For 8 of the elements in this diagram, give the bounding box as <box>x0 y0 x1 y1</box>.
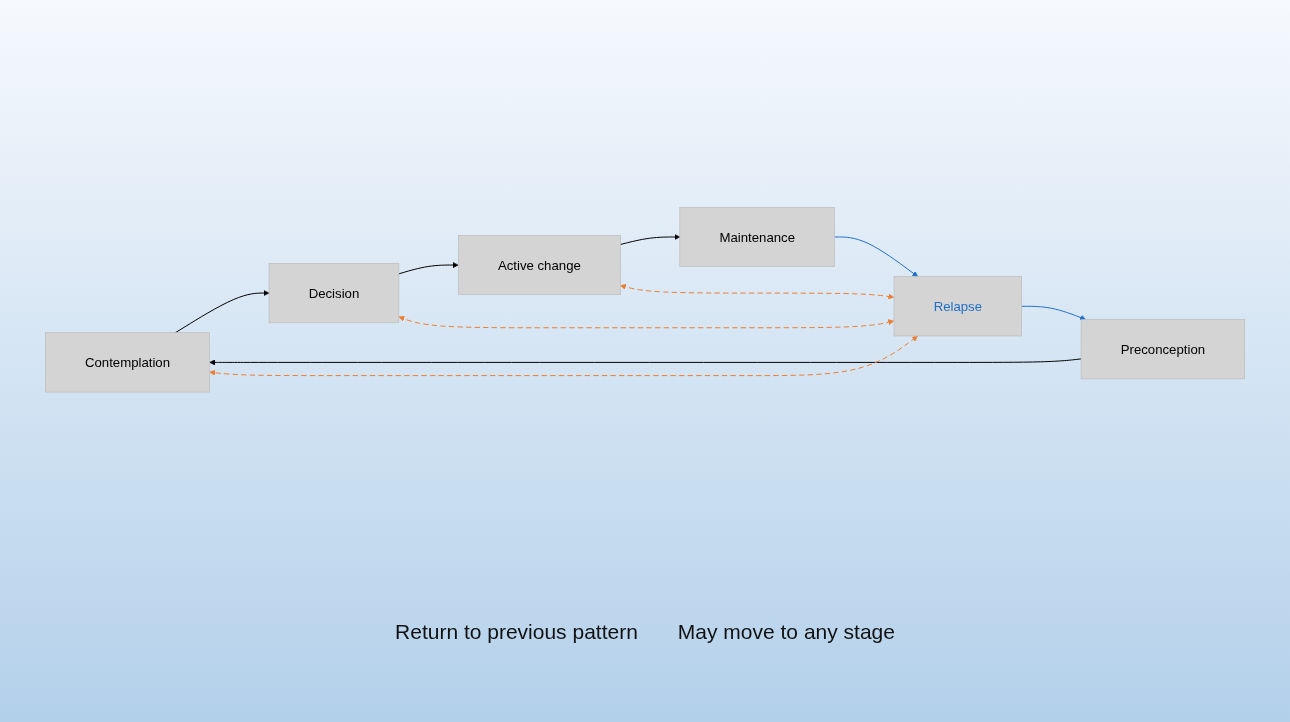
node-box: Active change <box>457 235 621 296</box>
node-box: Preconception <box>1080 319 1245 380</box>
node-box: Maintenance <box>679 207 835 268</box>
node-box: Relapse <box>893 276 1022 337</box>
note-text: Return to previous pattern <box>395 620 638 644</box>
note-text: May move to any stage <box>677 620 895 644</box>
node-box: Decision <box>268 263 400 324</box>
node-box: Contemplation <box>45 332 210 393</box>
